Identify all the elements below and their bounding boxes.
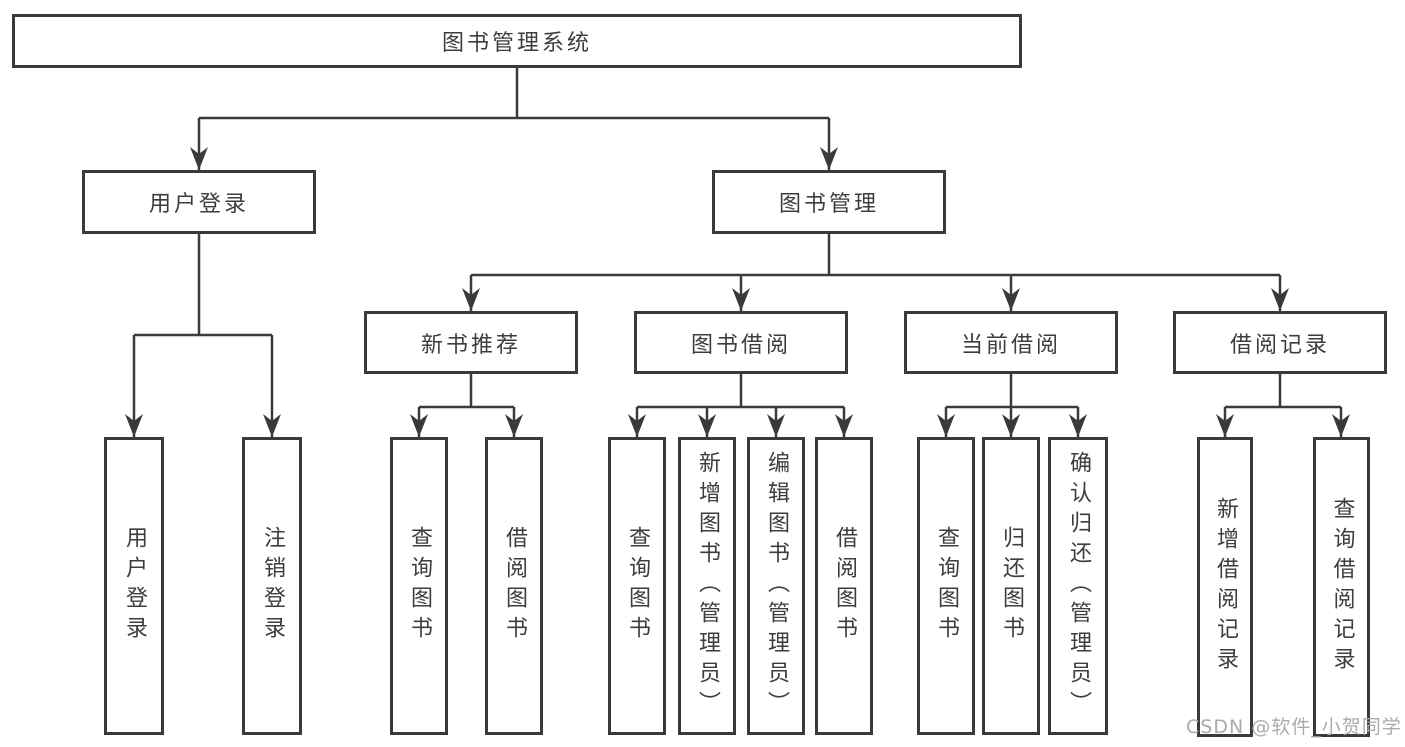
node-borrow-books-borrowing: 借阅图书 — [815, 437, 873, 735]
node-label-root: 图书管理系统 — [441, 31, 592, 56]
node-label-user-login-action: 用户登录 — [122, 526, 147, 646]
node-label-current-borrowing: 当前借阅 — [960, 332, 1061, 358]
node-edit-books-admin: 编辑图书（管理员） — [747, 437, 805, 735]
node-query-books-borrowing: 查询图书 — [608, 437, 666, 735]
node-user-login: 用户登录 — [82, 170, 316, 234]
node-new-book-recommend: 新书推荐 — [364, 311, 578, 374]
node-borrow-books-recommend: 借阅图书 — [485, 437, 543, 735]
node-confirm-return-admin: 确认归还（管理员） — [1048, 437, 1108, 735]
node-user-login-action: 用户登录 — [104, 437, 164, 735]
node-query-books-current: 查询图书 — [917, 437, 975, 735]
node-label-user-login: 用户登录 — [148, 192, 249, 217]
node-query-books-recommend: 查询图书 — [390, 437, 448, 735]
node-label-book-management: 图书管理 — [778, 192, 879, 217]
node-label-query-books-recommend: 查询图书 — [407, 526, 432, 646]
node-logout-action: 注销登录 — [242, 437, 302, 735]
node-book-management: 图书管理 — [712, 170, 946, 234]
node-current-borrowing: 当前借阅 — [904, 311, 1118, 374]
node-borrow-records: 借阅记录 — [1173, 311, 1387, 374]
node-add-borrow-record: 新增借阅记录 — [1197, 437, 1253, 737]
node-label-edit-books-admin: 编辑图书（管理员） — [764, 451, 789, 721]
node-label-logout-action: 注销登录 — [260, 526, 285, 646]
node-query-borrow-record: 查询借阅记录 — [1313, 437, 1370, 737]
node-label-query-books-current: 查询图书 — [934, 526, 959, 646]
node-label-borrow-records: 借阅记录 — [1229, 332, 1330, 358]
node-label-confirm-return-admin: 确认归还（管理员） — [1066, 451, 1091, 721]
node-label-query-borrow-record: 查询借阅记录 — [1329, 497, 1355, 677]
node-label-return-books: 归还图书 — [999, 526, 1024, 646]
node-label-add-books-admin: 新增图书（管理员） — [695, 451, 720, 721]
node-book-borrowing: 图书借阅 — [634, 311, 848, 374]
node-add-books-admin: 新增图书（管理员） — [678, 437, 736, 735]
watermark-text: CSDN @软件_小贺同学 — [1186, 716, 1402, 738]
node-root: 图书管理系统 — [12, 14, 1022, 68]
node-label-borrow-books-recommend: 借阅图书 — [502, 526, 527, 646]
node-label-book-borrowing: 图书借阅 — [690, 332, 791, 358]
node-label-query-books-borrowing: 查询图书 — [625, 526, 650, 646]
node-label-add-borrow-record: 新增借阅记录 — [1213, 497, 1238, 677]
node-return-books: 归还图书 — [982, 437, 1040, 735]
node-label-new-book-recommend: 新书推荐 — [420, 332, 521, 358]
node-label-borrow-books-borrowing: 借阅图书 — [832, 526, 857, 646]
